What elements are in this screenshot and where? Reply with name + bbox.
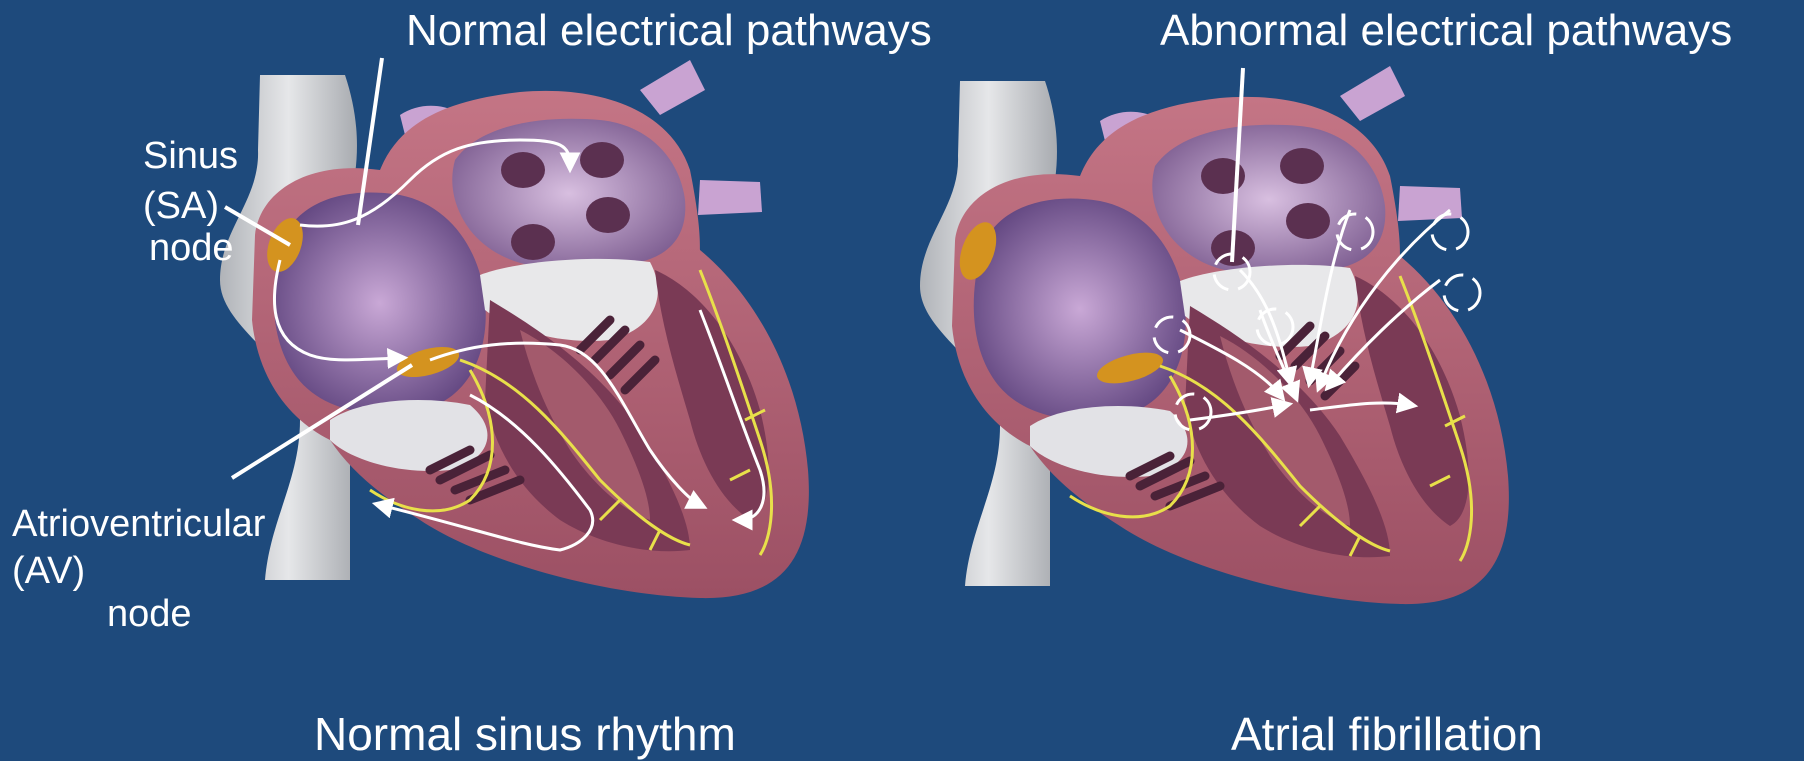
normal-sinus-caption: Normal sinus rhythm bbox=[314, 708, 736, 761]
sa-node-label-line3: node bbox=[149, 227, 234, 271]
av-node-label-line2: (AV) bbox=[12, 550, 85, 594]
afib-heart-illustration bbox=[920, 66, 1509, 604]
sa-node-label-line1: Sinus bbox=[143, 135, 238, 179]
normal-pathways-title: Normal electrical pathways bbox=[406, 6, 932, 57]
normal-heart-illustration bbox=[220, 60, 809, 598]
av-node-label-line1: Atrioventricular bbox=[12, 503, 265, 547]
abnormal-pathways-title: Abnormal electrical pathways bbox=[1160, 6, 1732, 57]
av-node-label-line3: node bbox=[107, 593, 192, 637]
sa-node-label-line2: (SA) bbox=[143, 185, 219, 229]
afib-caption: Atrial fibrillation bbox=[1231, 708, 1543, 761]
